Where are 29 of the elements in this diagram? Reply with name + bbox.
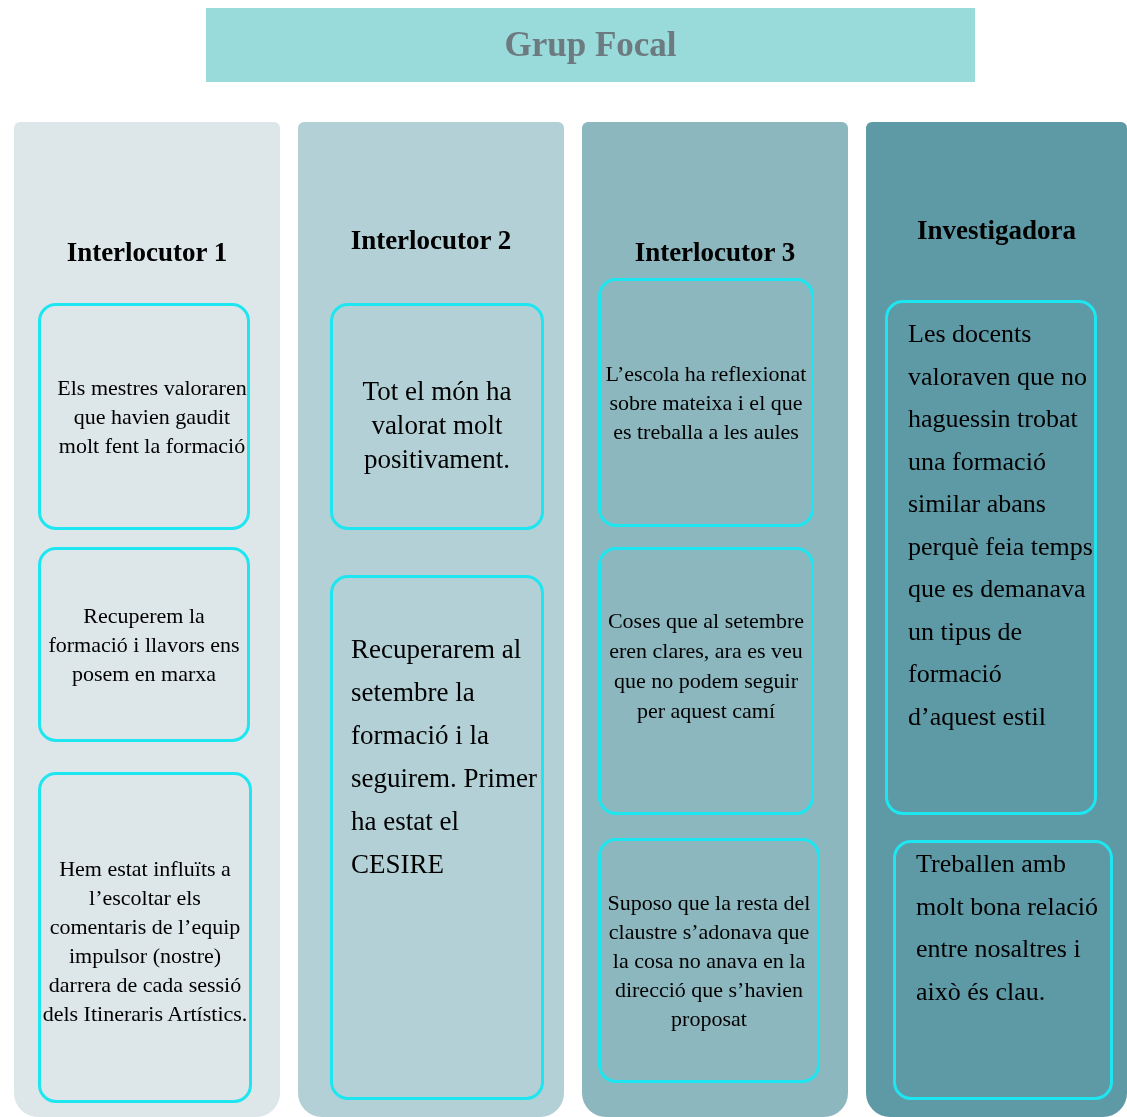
text-box <box>330 575 544 1100</box>
box-text: Els mestres valoraren que havien gaudit molt fent la formació <box>57 374 247 460</box>
column-band <box>866 122 1127 1117</box>
column-heading: Interlocutor 2 <box>349 224 513 257</box>
box-text: Coses que al setembre eren clares, ara es veu que no podem seguir per aquest camí <box>606 607 806 725</box>
title-banner: Grup Focal <box>206 8 975 82</box>
text-box <box>330 303 544 530</box>
text-box <box>38 547 250 742</box>
column-heading: Interlocutor 3 <box>633 236 797 269</box>
box-text: L’escola ha reflexionat sobre mateixa i el que es treballa a les aules <box>604 360 808 446</box>
box-text: Treballen amb molt bona relació entre nosaltres i això és clau. <box>916 848 1099 1008</box>
text-box <box>893 840 1113 1100</box>
box-text: Recuperem la formació i llavors ens posem en marxa <box>47 602 241 688</box>
box-text: Les docents valoraven que no haguessin trobat una formació similar abans perquè feia temps que es demanava un tipus de formació d’aquest estil <box>908 318 1094 733</box>
column-heading: Investigadora <box>916 214 1077 247</box>
box-text: Hem estat influïts a l’escoltar els comentaris de l’equip impulsor (nostre) darrera de cada sessió dels Itineraris Artístics. <box>41 854 249 1028</box>
column-band <box>582 122 848 1117</box>
text-box <box>885 300 1097 815</box>
column-band <box>14 122 280 1117</box>
text-box <box>598 278 814 527</box>
box-text: Recuperarem al setembre la formació i la seguirem. Primer ha estat el CESIRE <box>351 633 538 881</box>
column-heading: Interlocutor 1 <box>65 236 229 269</box>
text-box <box>598 838 820 1083</box>
box-text: Suposo que la resta del claustre s’adonava que la cosa no anava en la direcció que s’havien proposat <box>606 889 812 1033</box>
column-band <box>298 122 564 1117</box>
box-text: Tot el món ha valorat molt positivament. <box>361 375 513 476</box>
text-box <box>598 547 814 815</box>
text-box <box>38 772 252 1103</box>
text-box <box>38 303 250 530</box>
